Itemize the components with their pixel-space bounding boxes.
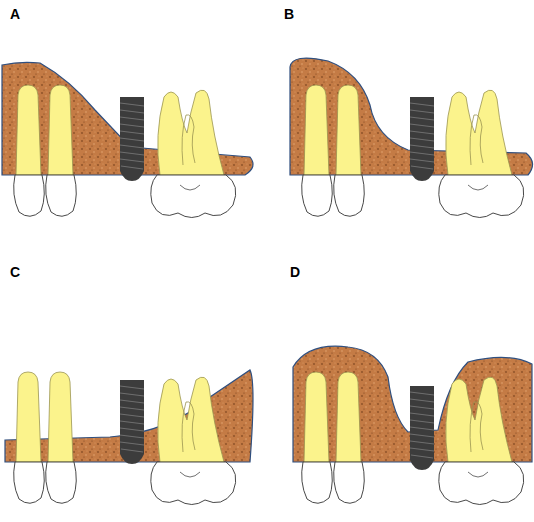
panel-b [290,58,533,217]
dental-implant [410,97,434,181]
molar-tooth [151,90,236,217]
incisor-tooth [14,372,45,503]
incisor-tooth [302,85,333,216]
molar-tooth [439,377,524,504]
panel-letter: C [10,264,20,280]
incisor-tooth [302,372,333,503]
panel-a [2,62,253,217]
molar-tooth [151,377,236,504]
panel-c [5,370,253,505]
panel-d [293,346,532,504]
incisor-tooth [46,85,77,216]
panel-letter: D [290,264,300,280]
incisor-tooth [334,85,365,216]
incisor-tooth [14,85,45,216]
incisor-tooth [46,372,77,503]
panel-letter: A [10,6,20,22]
panel-letter: B [284,6,294,22]
molar-tooth [439,90,524,217]
dental-implant [410,386,434,470]
dental-implant [120,97,144,181]
dental-implant [120,380,144,464]
incisor-tooth [334,372,365,503]
